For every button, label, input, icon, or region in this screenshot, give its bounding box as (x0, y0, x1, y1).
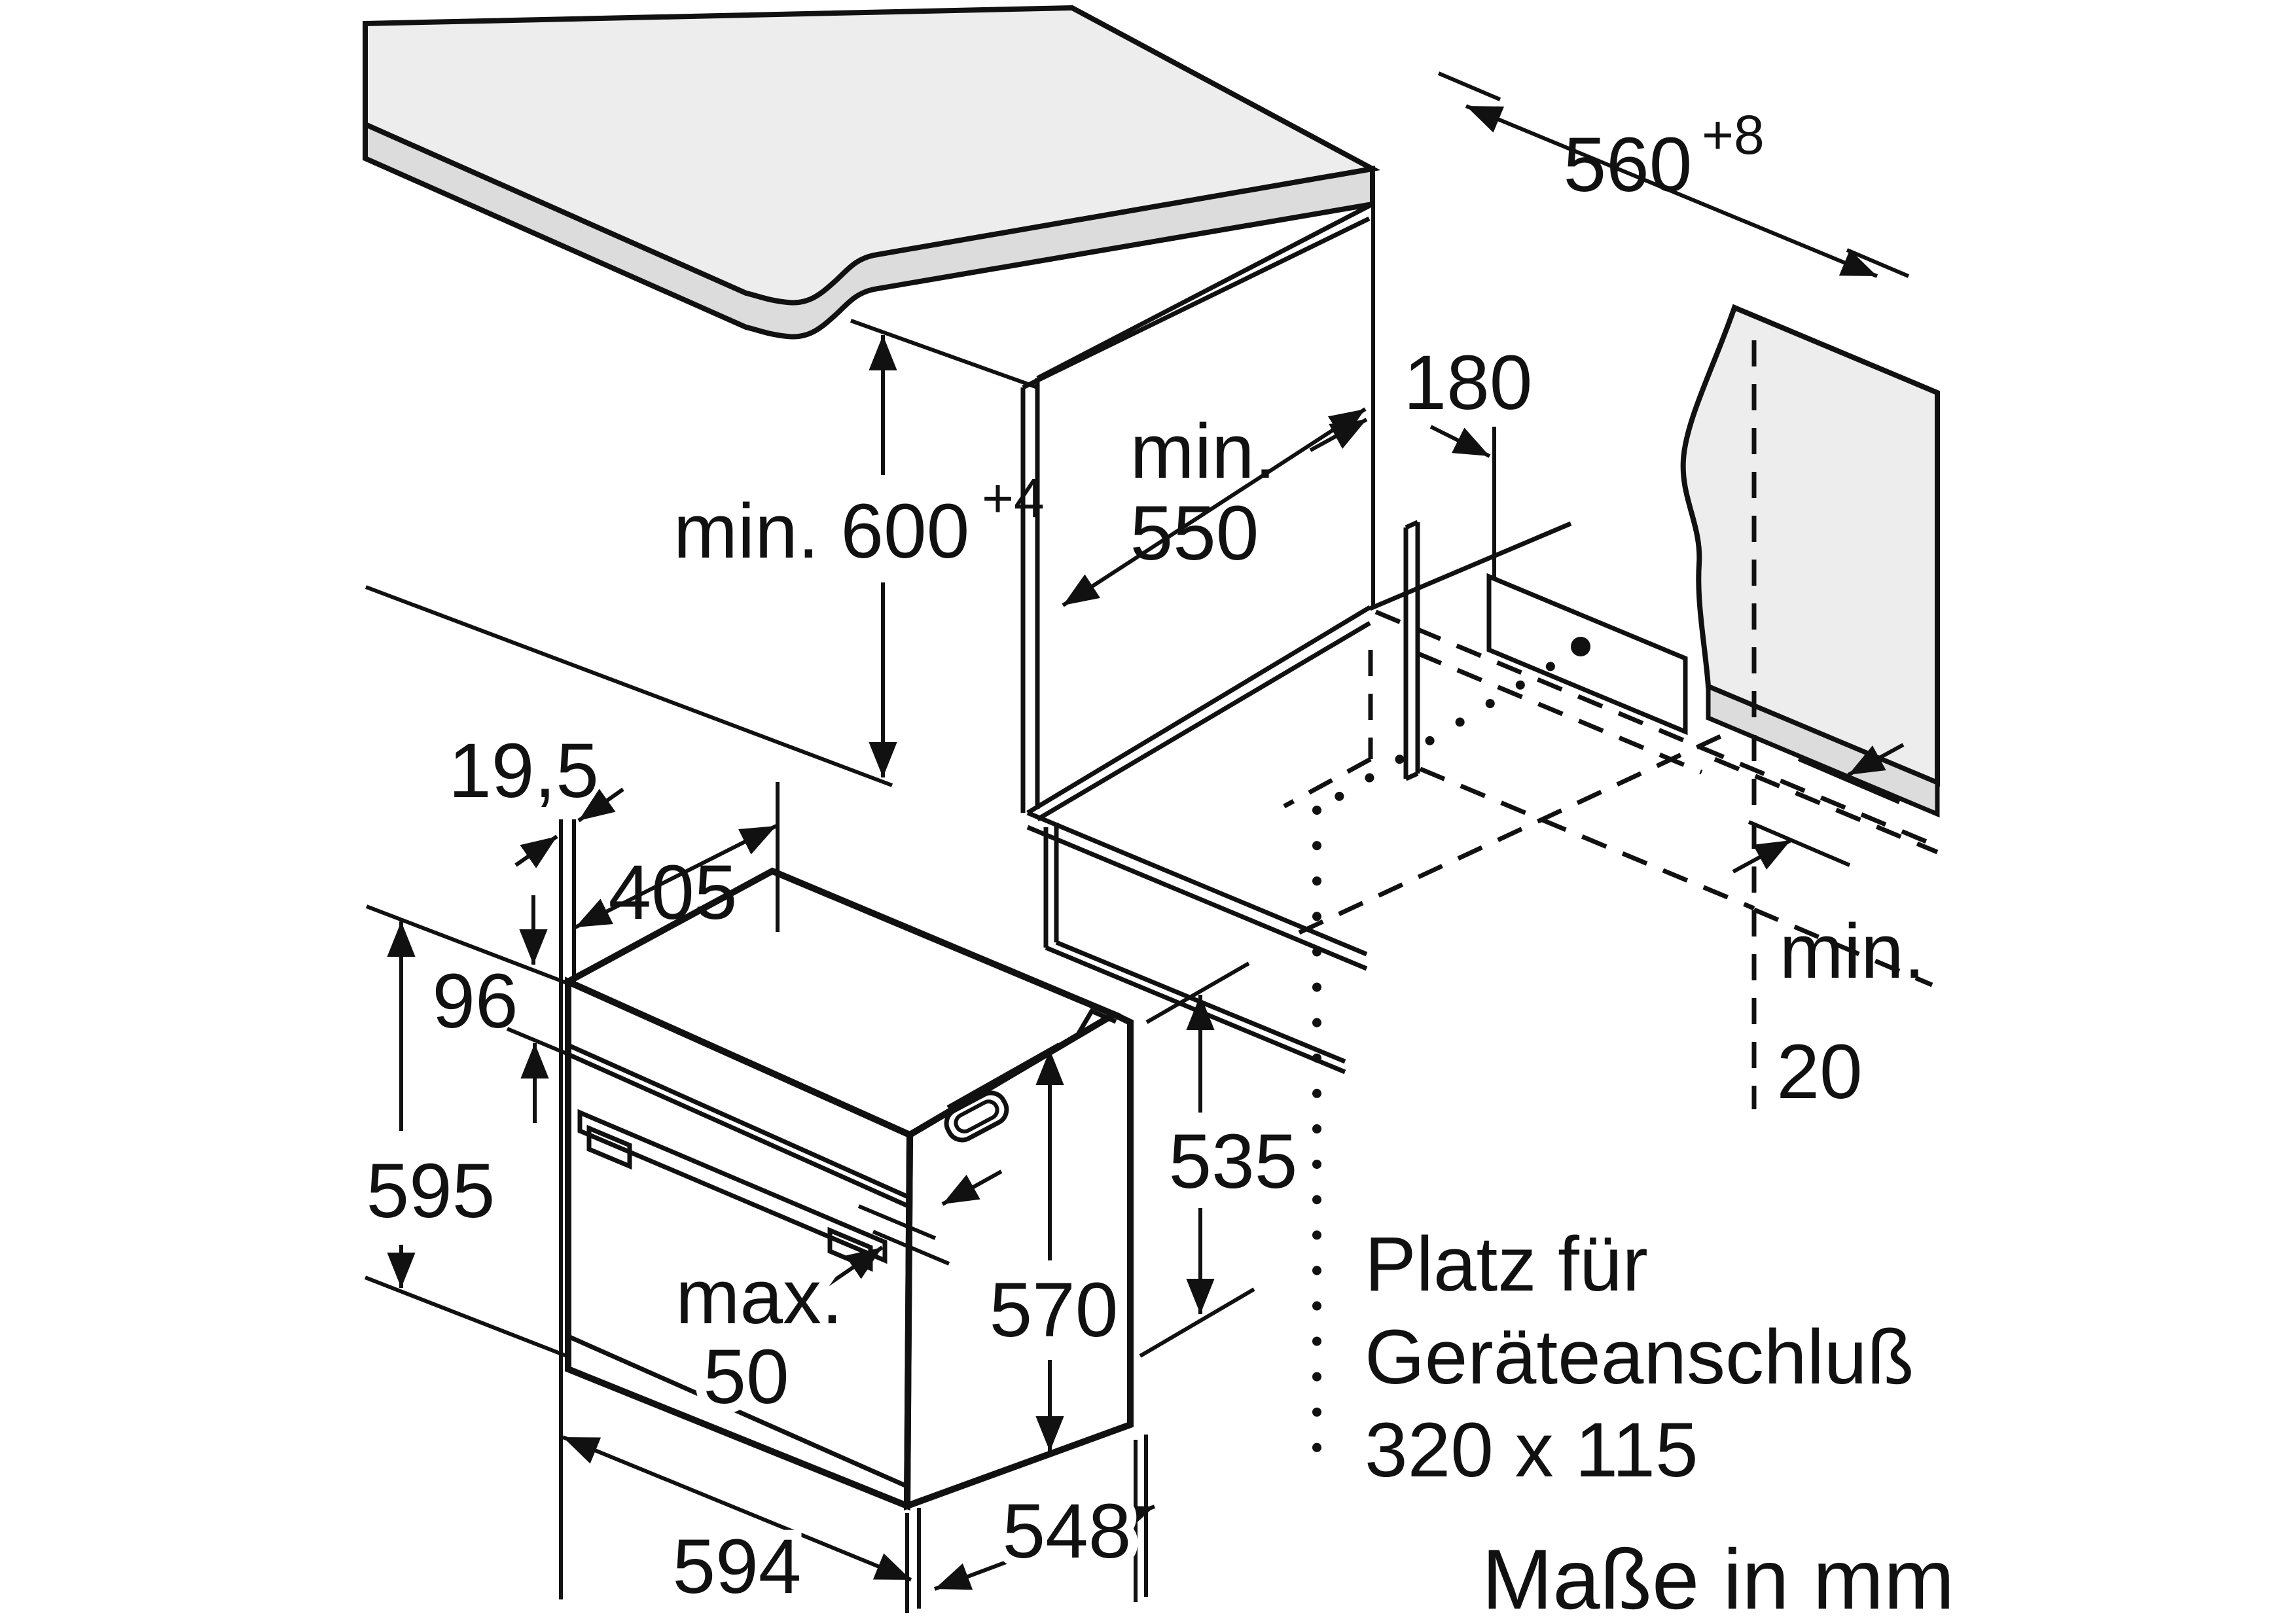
label-niche-height: min. 600 (673, 488, 970, 575)
dim-front-height: 595 (364, 904, 568, 1358)
hidden-floor-rear-edge (1374, 609, 1942, 850)
dim-panel-thickness: 19,5 (448, 728, 624, 1599)
note-line-2: Geräteanschluß (1365, 1314, 1914, 1400)
oven (560, 867, 1134, 1511)
hidden-floor-edge-2 (1416, 651, 1703, 775)
rear-vent-panel (1403, 520, 1420, 781)
hidden-base-edge-a (1419, 766, 1755, 911)
dim-handle-clearance: max. 50 (666, 1169, 1003, 1430)
label-rear-gap-min: min. (1780, 908, 1926, 995)
label-handle-clearance-value: 50 (703, 1334, 789, 1420)
connection-area-hatch (1486, 573, 1688, 736)
dim-strip-height: 96 (432, 895, 568, 1123)
label-niche-width: 560 (1564, 122, 1693, 208)
label-connection-offset: 180 (1404, 340, 1533, 426)
dim-rear-gap: min. 20 (1732, 743, 1926, 1115)
label-niche-depth-min: min. (1130, 408, 1276, 495)
hidden-base-edge-c (1753, 907, 1933, 988)
control-panel-lines (567, 1043, 911, 1209)
niche-top-edge (1022, 202, 1374, 390)
hidden-edge-short (1283, 757, 1372, 809)
dim-connection-offset: 180 (1309, 340, 1533, 580)
units-note: Maße in mm (1482, 1531, 1954, 1623)
countertop (363, 5, 1381, 340)
dim-niche-height: min. 600 +4 (365, 319, 1045, 787)
dim-niche-depth: min. 550 (1062, 407, 1367, 607)
dim-niche-width: 560 +8 (1437, 71, 1910, 278)
label-niche-depth-value: 550 (1130, 490, 1259, 577)
plinth (1043, 823, 1346, 1075)
niche-floor-left-edge (1026, 605, 1371, 822)
note-line-1: Platz für (1365, 1221, 1648, 1308)
label-door-height: 570 (990, 1267, 1119, 1353)
label-niche-height-tol: +4 (982, 467, 1045, 529)
label-front-width: 594 (673, 1524, 802, 1610)
note-line-3: 320 x 115 (1365, 1407, 1698, 1493)
niche-floor-rear-edge-left (1369, 521, 1572, 611)
label-panel-thickness: 19,5 (448, 728, 599, 814)
label-rear-height: 535 (1169, 1118, 1298, 1205)
side-panel-front-edge (1020, 378, 1040, 813)
label-front-recess: 405 (609, 849, 738, 936)
cabinet-niche (1020, 171, 1942, 1075)
label-rear-gap-value: 20 (1776, 1029, 1862, 1115)
label-strip-height: 96 (432, 958, 518, 1044)
label-handle-clearance-max: max. (675, 1254, 843, 1340)
dim-depth: 548 (933, 1435, 1156, 1602)
niche-floor-front-edge (1026, 810, 1368, 971)
side-grip-handle (944, 1090, 1009, 1143)
oven-handle-left-mount (586, 1124, 632, 1170)
connection-note: Platz für Geräteanschluß 320 x 115 (1365, 1221, 1914, 1493)
oven-handle-bar (577, 1109, 888, 1264)
dim-rear-height: 535 (1139, 961, 1298, 1358)
label-front-height: 595 (367, 1148, 495, 1234)
rear-wall-panel (1680, 304, 1940, 787)
hidden-edge-below-wall (1713, 757, 1939, 855)
oven-back-step-line (1074, 1008, 1117, 1038)
dim-door-height: 570 (946, 1043, 1119, 1452)
label-depth: 548 (1003, 1488, 1132, 1575)
dim-front-recess: 405 (574, 782, 780, 936)
label-niche-width-tol: +8 (1702, 104, 1765, 166)
dim-front-width: 594 (562, 1435, 921, 1620)
hidden-base-edge-b (1298, 721, 1750, 935)
